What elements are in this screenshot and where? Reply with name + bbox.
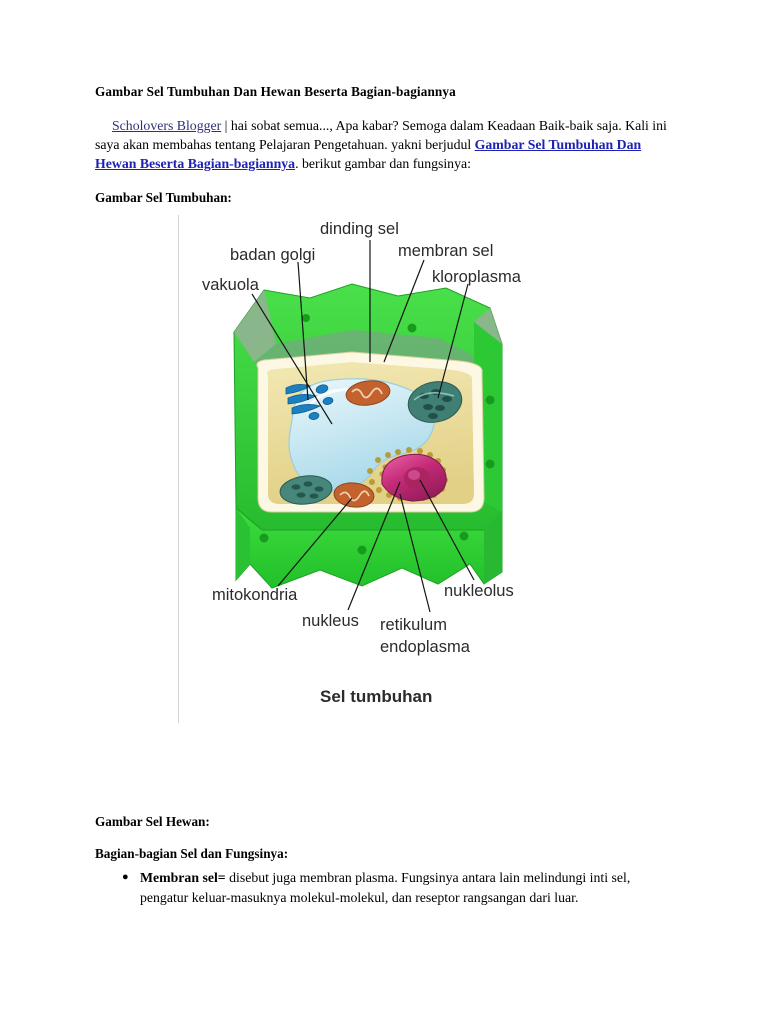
heading-bagian-bagian-sel: Bagian-bagian Sel dan Fungsinya: [95, 845, 289, 861]
label-endoplasma: endoplasma [380, 638, 471, 656]
label-kloroplasma: kloroplasma [432, 268, 522, 286]
intro-text-part-2: . berikut gambar dan fungsinya: [295, 156, 471, 171]
page-title: Gambar Sel Tumbuhan Dan Hewan Beserta Ba… [95, 84, 456, 99]
document-content: Gambar Sel Tumbuhan Dan Hewan Beserta Ba… [95, 84, 673, 727]
label-retikulum: retikulum [380, 616, 447, 634]
label-nukleus: nukleus [302, 612, 359, 630]
scholovers-blogger-link[interactable]: Scholovers Blogger [112, 118, 222, 133]
figure-left-rule [178, 215, 179, 723]
list-item-term: Membran sel= [140, 870, 226, 885]
label-membran-sel: membran sel [398, 242, 493, 260]
heading-gambar-sel-hewan: Gambar Sel Hewan: [95, 813, 210, 829]
plant-cell-figure: dinding sel badan golgi membran sel vaku… [95, 212, 673, 727]
article-title-link[interactable]: Gambar Sel Tumbuhan Dan Hewan Beserta Ba… [95, 137, 642, 171]
intro-paragraph: Scholovers Blogger | hai sobat semua...,… [95, 116, 673, 173]
bullet-icon: ● [122, 871, 129, 883]
label-dinding-sel: dinding sel [320, 220, 399, 238]
intro-text-part-1: | hai sobat semua..., Apa kabar? Semoga … [95, 118, 667, 152]
cell-parts-list: ● Membran sel= disebut juga membran plasm… [95, 868, 673, 907]
heading-gambar-sel-tumbuhan: Gambar Sel Tumbuhan: [95, 190, 232, 205]
list-item: ● Membran sel= disebut juga membran plasm… [95, 868, 673, 907]
figure-caption: Sel tumbuhan [320, 687, 432, 706]
label-badan-golgi: badan golgi [230, 246, 315, 264]
label-vakuola: vakuola [202, 276, 260, 294]
label-mitokondria: mitokondria [212, 586, 298, 604]
label-nukleolus: nukleolus [444, 582, 514, 600]
plant-cell-diagram-image: dinding sel badan golgi membran sel vaku… [202, 212, 532, 722]
list-item-description: disebut juga membran plasma. Fungsinya a… [140, 870, 631, 905]
